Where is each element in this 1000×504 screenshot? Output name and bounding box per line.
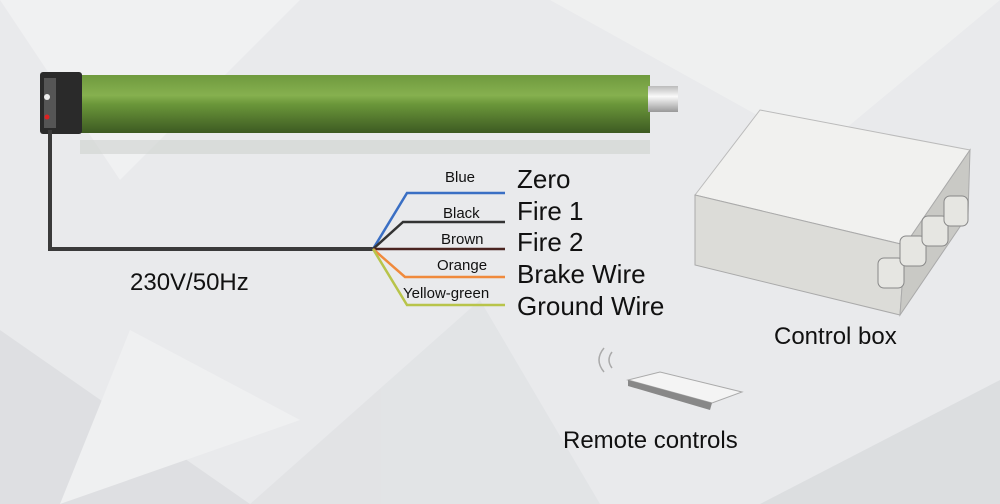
wire-function-label: Fire 2 [517,227,584,257]
control-box-label: Control box [774,323,897,350]
wire-function-label: Ground Wire [517,291,665,321]
remote-control-image [598,347,744,410]
wire-color-label: Brown [441,231,484,248]
control-box-image [694,109,971,317]
voltage-label: 230V/50Hz [130,269,249,296]
wire-color-label: Yellow-green [403,285,490,302]
wire-yellow-green [371,248,505,307]
power-cable [48,130,373,251]
wire-blue [371,191,505,250]
remote-controls-label: Remote controls [563,427,738,454]
tubular-motor [40,72,678,154]
wire-color-label: Orange [437,257,488,274]
wire-function-label: Brake Wire [517,259,646,289]
wire-function-label: Fire 1 [517,196,584,226]
wire-orange [372,248,505,279]
wire-fan [371,191,505,307]
wire-function-label: Zero [517,164,571,194]
wire-color-label: Blue [445,169,476,186]
wire-color-label: Black [443,205,480,222]
wire-black [372,220,505,250]
